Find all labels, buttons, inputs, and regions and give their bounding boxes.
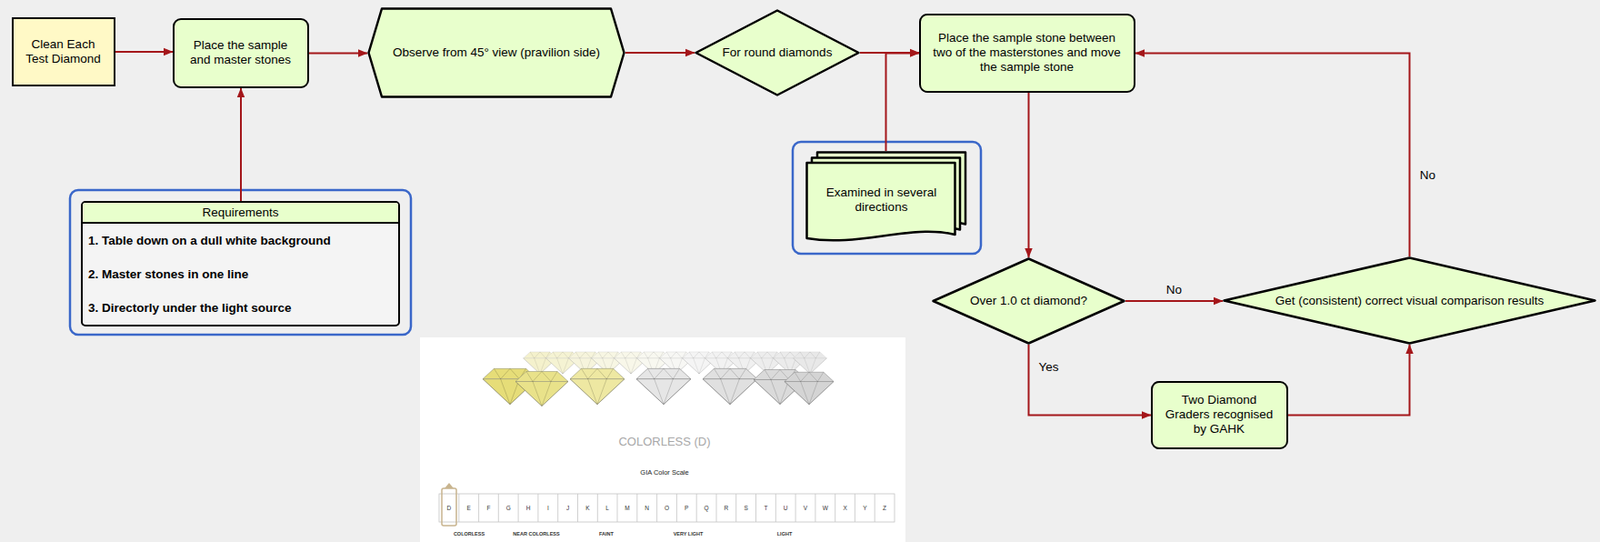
grade-letter: Y [862,504,867,511]
scale-title: GIA Color Scale [640,469,689,477]
node-text: Place the sample and master stones [181,38,300,68]
color-scale-illustration [420,337,906,542]
text-area: Observe from 45° view (pravilion side) [381,10,611,95]
diamond-figure [793,351,828,374]
decision-diamond: Get (consistent) correct visual comparis… [1222,256,1597,345]
text-area: For round diamonds [714,12,840,93]
requirements-list: Requirements1. Table down on a dull whit… [80,200,400,327]
group-frame [792,141,981,254]
edge-label: No [1418,168,1438,182]
shape-path [369,9,625,98]
node-text: Examined in several directions [812,185,950,215]
text-area: Clean Each Test Diamond [20,20,106,82]
diamond-figure [515,371,569,407]
text-area: Get (consistent) correct visual comparis… [1260,260,1560,341]
text-area: Examined in several directions [812,167,950,232]
flow-arrow [1029,344,1152,416]
node-text: Observe from 45° view (pravilion side) [392,45,600,60]
edge-label: Yes [1036,360,1060,374]
grade-letter: I [547,504,550,511]
grade-letter: S [743,504,748,511]
flow-arrow [115,50,173,53]
illustration-ground [420,337,906,542]
grade-letter: V [803,504,808,511]
scale-bar [439,493,895,522]
grade-category: FAINT [599,530,614,537]
flow-arrow [886,53,920,152]
scale-marker-tip [444,482,454,489]
shape-path [807,162,956,240]
grade-category: NEAR COLORLESS [512,530,560,537]
list-item: 3. Directorly under the light source [82,290,292,325]
node-text: Clean Each Test Diamond [20,37,106,67]
diamond-figure [784,371,834,404]
grade-letter: D [447,504,452,511]
text-area: Two Diamond Graders recognised by GAHK [1160,384,1279,445]
text-area: Place the sample and master stones [181,21,300,84]
scale-dividers [459,493,875,522]
flow-arrow [625,51,695,54]
group-frame [70,190,411,335]
grade-letter: F [486,504,490,511]
scale-marker [441,488,457,526]
process-box: Place the sample and master stones [172,18,310,89]
grade-letter: L [605,504,610,511]
node-text: Get (consistent) correct visual comparis… [1275,293,1545,309]
flow-arrow [1125,300,1223,302]
node-text: For round diamonds [722,45,833,60]
grade-letter: U [783,504,789,511]
list-heading: Requirements [82,202,399,224]
edge-label: No [1164,282,1184,297]
grade-letter: R [723,504,729,511]
grade-category: COLORLESS [453,530,485,537]
node-text: Place the sample stone between two of th… [928,30,1126,75]
grade-letter: X [842,504,847,511]
list-item: 1. Table down on a dull white background [82,223,331,258]
grade-letter: O [664,504,670,511]
grade-letter: H [526,504,531,511]
grade-letter: G [506,504,511,511]
shape-path [1224,258,1596,344]
grade-category: LIGHT [777,530,793,537]
grade-letter: P [684,504,689,511]
flow-arrow [1028,92,1030,258]
shape-path [696,10,860,96]
process-box: Place the sample stone between two of th… [919,13,1136,93]
node-text: Two Diamond Graders recognised by GAHK [1160,392,1279,437]
grade-letter: Q [704,504,710,511]
grade-category: VERY LIGHT [673,530,704,537]
diamond-figure [702,368,758,404]
node-text: Over 1.0 ct diamond? [970,293,1088,309]
illustration-heading: COLORLESS (D) [618,435,710,449]
text-area: Place the sample stone between two of th… [928,17,1126,89]
grade-letter: E [467,504,471,511]
diamond-figure [636,368,691,404]
shape-path [933,259,1125,344]
text-area: Over 1.0 ct diamond? [960,260,1097,341]
flow-arrow [309,52,368,55]
grade-letter: M [624,504,630,511]
grade-letter: T [763,504,768,511]
grade-letter: W [822,504,829,511]
flow-arrow [240,88,242,201]
grade-letter: J [566,504,570,511]
decision-diamond: For round diamonds [694,9,860,97]
diamond-figure [570,368,625,404]
list-item: 2. Master stones in one line [82,257,249,291]
start-box: Clean Each Test Diamond [11,17,116,87]
grade-letter: N [644,504,650,511]
preparation-hexagon: Observe from 45° view (pravilion side) [367,7,626,99]
process-box: Two Diamond Graders recognised by GAHK [1150,380,1289,450]
flow-arrow [1288,344,1410,416]
diamond-row-front [482,368,834,406]
grade-letter: K [585,504,590,511]
grade-letter: Z [882,504,887,511]
flow-arrow [1135,53,1410,258]
decision-diamond: Over 1.0 ct diamond? [931,257,1126,345]
multi-document: Examined in several directions [805,150,967,245]
